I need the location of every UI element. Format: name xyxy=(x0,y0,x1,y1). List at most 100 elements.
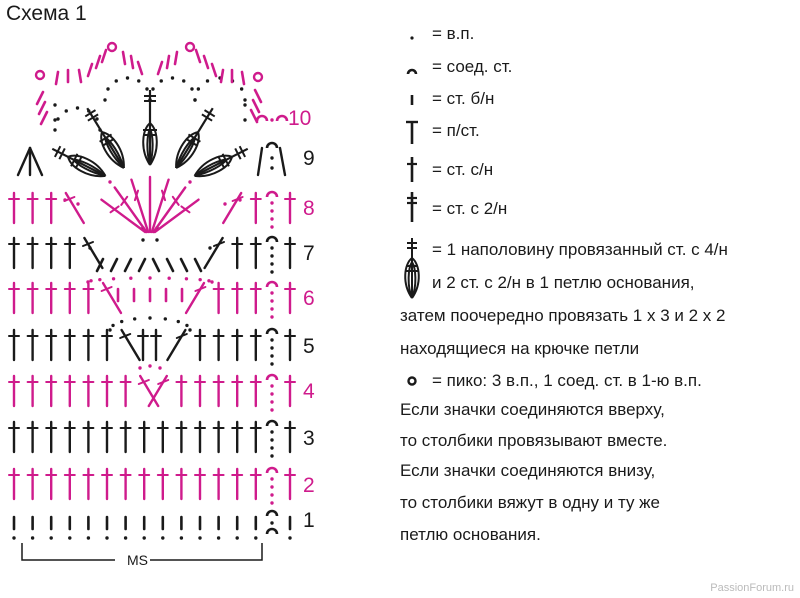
chain-dot-icon xyxy=(108,180,112,184)
legend-text-cluster-3: затем поочередно провязать 1 х 3 и 2 х 2 xyxy=(400,306,726,325)
single-crochet-icon xyxy=(219,68,225,84)
chain-dot-icon xyxy=(190,87,194,91)
chain-dot-icon xyxy=(64,109,68,113)
chain-dot-icon xyxy=(188,328,192,332)
chain-dot-icon xyxy=(270,270,274,274)
chain-dot-icon xyxy=(148,276,152,280)
chain-dot-icon xyxy=(125,76,130,80)
chain-dot-icon xyxy=(270,338,274,342)
single-crochet-icon xyxy=(136,60,144,76)
chain-dot-icon xyxy=(111,277,116,281)
chain-dot-icon xyxy=(270,454,274,458)
slip-stitch-arc-icon xyxy=(265,509,279,517)
cluster-icon xyxy=(404,238,420,299)
chain-dot-icon xyxy=(106,87,110,91)
chain-dot-icon xyxy=(235,536,239,540)
chain-dot-icon xyxy=(141,238,145,242)
double-crochet-icon xyxy=(194,286,207,292)
chain-dot-icon xyxy=(270,521,274,525)
chain-dot-icon xyxy=(270,438,274,442)
chain-dot-icon xyxy=(123,536,128,540)
legend-text-cluster-2: и 2 ст. с 2/н в 1 петлю основания, xyxy=(432,273,695,292)
chain-dot-icon xyxy=(176,319,180,324)
chain-dot-icon xyxy=(270,262,274,266)
double-crochet-icon xyxy=(213,241,225,247)
chain-dot-icon xyxy=(223,202,227,206)
chain-dot-icon xyxy=(270,430,274,434)
chain-dot-icon xyxy=(179,536,184,540)
picot-icon xyxy=(407,376,417,386)
single-crochet-icon xyxy=(210,62,218,78)
chain-dot-icon xyxy=(270,493,274,497)
chain-dot-icon xyxy=(270,217,274,221)
single-crochet-icon xyxy=(156,60,164,76)
row-number-3: 3 xyxy=(303,427,315,450)
chain-dot-icon xyxy=(87,109,91,113)
row-number-4: 4 xyxy=(303,380,315,403)
legend-note-1: Если значки соединяются вверху, xyxy=(400,400,665,419)
chain-dot-icon xyxy=(270,446,274,450)
chain-dot-icon xyxy=(198,536,202,540)
slip-stitch-arc-icon xyxy=(265,419,279,427)
picot-icon xyxy=(184,41,196,53)
slip-stitch-arc-icon xyxy=(265,327,279,335)
single-crochet-icon xyxy=(109,257,119,273)
legend-text-half-double: = п/ст. xyxy=(432,121,480,140)
chain-dot-icon xyxy=(410,36,414,40)
double-crochet-icon xyxy=(203,236,224,270)
treble-crochet-icon xyxy=(171,195,180,206)
single-crochet-icon xyxy=(35,90,45,106)
chain-dot-icon xyxy=(270,118,274,122)
cluster-icon xyxy=(193,145,249,178)
chain-dot-icon xyxy=(148,316,152,320)
chain-dot-icon xyxy=(270,307,274,311)
chain-dot-icon xyxy=(142,536,146,540)
single-crochet-icon xyxy=(179,257,189,273)
row-number-10: 10 xyxy=(288,107,312,130)
single-crochet-icon xyxy=(121,50,127,66)
chain-dot-icon xyxy=(129,276,133,280)
repeat-bracket xyxy=(21,543,263,561)
chain-dot-icon xyxy=(98,277,102,282)
chain-dot-icon xyxy=(148,364,152,368)
double-crochet-icon xyxy=(407,157,417,182)
row-number-2: 2 xyxy=(303,474,315,497)
chain-dot-icon xyxy=(53,128,57,132)
crochet-chart xyxy=(8,41,296,561)
chain-dot-icon xyxy=(207,279,211,283)
single-crochet-icon xyxy=(95,257,105,273)
chain-dot-icon xyxy=(243,98,247,102)
chain-dot-icon xyxy=(270,291,274,295)
chain-dot-icon xyxy=(159,79,163,83)
repeat-label: MS xyxy=(127,552,148,568)
legend-text-picot: = пико: 3 в.п., 1 соед. ст. в 1-ю в.п. xyxy=(432,371,702,390)
chain-dot-icon xyxy=(196,87,201,91)
double-crochet-icon xyxy=(157,379,170,385)
single-crochet-icon xyxy=(100,48,108,64)
chain-dot-icon xyxy=(288,536,292,540)
chain-dot-icon xyxy=(132,317,137,321)
chain-dot-icon xyxy=(185,323,189,328)
single-crochet-icon xyxy=(193,257,203,273)
chain-dot-icon xyxy=(270,400,274,404)
row-number-6: 6 xyxy=(303,287,315,310)
cluster-icon xyxy=(84,107,125,169)
single-crochet-icon xyxy=(202,54,210,70)
chain-dot-icon xyxy=(148,98,152,102)
slip-stitch-arc-icon xyxy=(265,141,279,149)
chain-dot-icon xyxy=(76,202,80,206)
double-crochet-icon xyxy=(147,374,169,408)
single-crochet-icon xyxy=(129,54,135,70)
double-crochet-icon xyxy=(175,333,188,339)
chain-dot-icon xyxy=(145,87,149,91)
single-crochet-icon xyxy=(54,70,60,86)
chain-dot-icon xyxy=(95,117,99,121)
treble-crochet-icon xyxy=(130,178,150,234)
chain-dot-icon xyxy=(270,346,274,350)
chain-dot-icon xyxy=(270,501,274,505)
chain-dot-icon xyxy=(138,366,142,370)
chain-dot-icon xyxy=(86,280,90,284)
legend-note-2: то столбики провязывают вместе. xyxy=(400,431,668,450)
chain-dot-icon xyxy=(114,79,118,83)
double-crochet-icon xyxy=(166,328,187,362)
